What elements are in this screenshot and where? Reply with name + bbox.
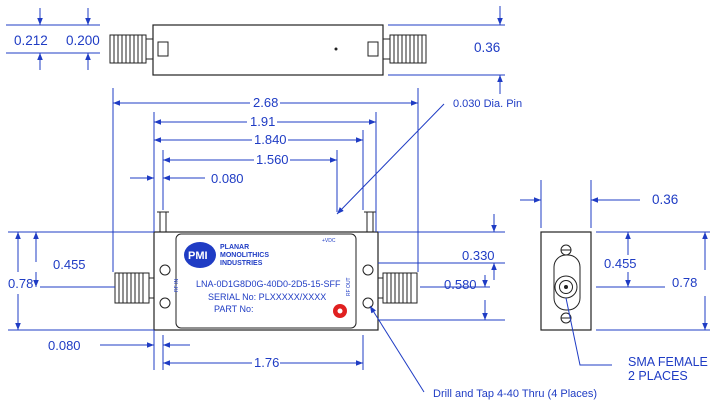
qa-seal-icon bbox=[333, 304, 347, 318]
dim-191: 1.91 bbox=[250, 114, 275, 129]
mounting-hole bbox=[362, 264, 374, 276]
side-view: 0.36 0.455 0.78 SMA FEMALE 2 PLACES bbox=[520, 180, 710, 383]
mounting-hole bbox=[159, 264, 171, 276]
front-view: PMI PLANAR MONOLITHICS INDUSTRIES +VDC L… bbox=[114, 211, 418, 331]
brand-line-1: PLANAR bbox=[220, 244, 249, 251]
dim-0455-left: 0.455 bbox=[53, 257, 86, 272]
vdc-label: +VDC bbox=[322, 238, 336, 244]
dim-0330: 0.330 bbox=[462, 248, 495, 263]
dim-0080-top: 0.080 bbox=[211, 171, 244, 186]
dim-078-left: 0.78 bbox=[8, 276, 33, 291]
dim-176: 1.76 bbox=[254, 355, 279, 370]
top-view-pin-dot bbox=[334, 47, 338, 51]
dim-side-036: 0.36 bbox=[652, 192, 678, 207]
dim-268: 2.68 bbox=[253, 95, 278, 110]
dim-0080-bottom: 0.080 bbox=[48, 338, 81, 353]
dim-0580: 0.580 bbox=[444, 277, 477, 292]
top-view-body bbox=[152, 24, 384, 76]
brand-line-3: INDUSTRIES bbox=[220, 260, 263, 267]
sma-note-line-1: SMA FEMALE bbox=[628, 355, 708, 369]
dim-side-0455: 0.455 bbox=[604, 256, 637, 271]
front-right-connector bbox=[377, 272, 418, 304]
leaders: 0.030 Dia. Pin Drill and Tap 4-40 Thru (… bbox=[336, 98, 597, 400]
front-vertical-dimensions: 0.455 0.78 0.330 0.580 bbox=[8, 214, 505, 331]
rf-out-label: RF OUT bbox=[346, 277, 352, 296]
front-left-connector bbox=[114, 272, 155, 304]
front-label-plate bbox=[175, 233, 357, 329]
top-left-connector bbox=[109, 34, 169, 64]
serial-number: SERIAL No: PLXXXXX/XXXX bbox=[208, 292, 326, 302]
pin-left bbox=[159, 211, 167, 233]
dim-side-078: 0.78 bbox=[672, 275, 697, 290]
mounting-hole bbox=[362, 297, 374, 309]
model-number: LNA-0D1G8D0G-40D0-2D5-15-SFF bbox=[196, 279, 341, 289]
top-right-connector bbox=[367, 34, 427, 64]
pin-right bbox=[366, 211, 374, 233]
dim-1840: 1.840 bbox=[254, 132, 287, 147]
logo-text: PMI bbox=[188, 250, 208, 262]
dim-0200: 0.200 bbox=[66, 33, 100, 48]
brand-line-2: MONOLITHICS bbox=[220, 252, 269, 259]
top-view: 0.212 0.200 0.36 bbox=[6, 6, 505, 94]
mounting-hole bbox=[159, 297, 171, 309]
pmi-logo: PMI bbox=[184, 242, 216, 268]
note-pin: 0.030 Dia. Pin bbox=[453, 98, 522, 110]
dim-1560: 1.560 bbox=[256, 152, 289, 167]
note-drill: Drill and Tap 4-40 Thru (4 Places) bbox=[433, 388, 597, 400]
dim-top-036: 0.36 bbox=[474, 40, 500, 55]
rf-in-label: RF IN bbox=[174, 279, 180, 292]
part-number: PART No: bbox=[214, 304, 254, 314]
dim-0212: 0.212 bbox=[14, 33, 48, 48]
front-horizontal-dimensions: 2.68 1.91 1.840 1.560 0.080 0.080 1.76 bbox=[48, 88, 419, 370]
sma-note-line-2: 2 PLACES bbox=[628, 369, 688, 383]
